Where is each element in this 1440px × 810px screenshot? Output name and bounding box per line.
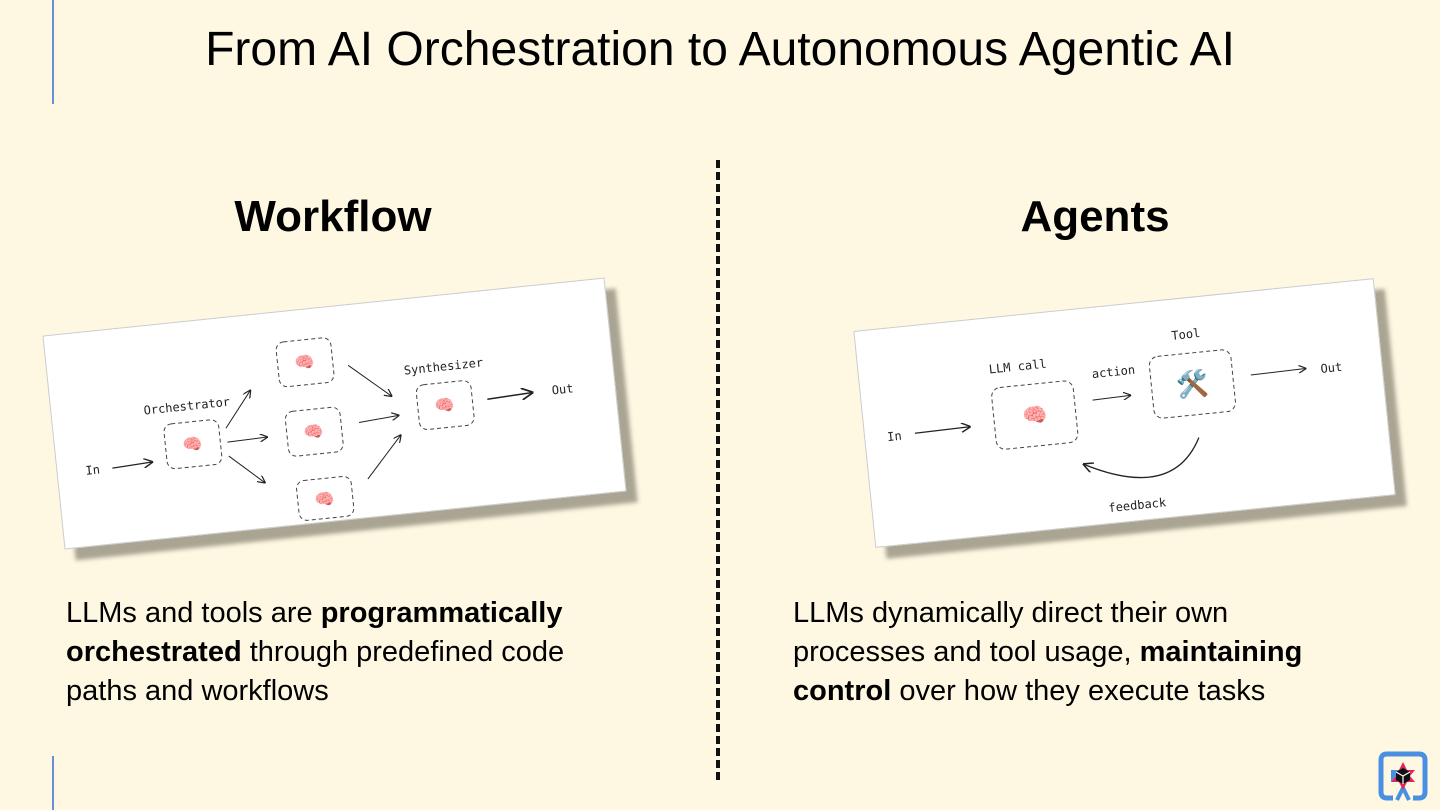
agents-diagram: In LLM call 🧠 action Tool 🛠️ Out feedbac…	[853, 278, 1396, 548]
desc-text: over how they execute tasks	[891, 675, 1266, 707]
in-label: In	[85, 462, 101, 477]
llm-call-box: 🧠	[991, 380, 1079, 450]
synthesizer-box: 🧠	[415, 380, 475, 431]
workflow-description: LLMs and tools are programmatically orch…	[66, 594, 626, 711]
brand-logo-icon	[1378, 751, 1428, 801]
feedback-label: feedback	[1108, 495, 1168, 515]
desc-emphasis: maintaining control	[793, 636, 1303, 707]
llm-call-label: LLM call	[988, 357, 1047, 377]
in-label: In	[887, 429, 903, 444]
hammer-wrench-icon: 🛠️	[1175, 366, 1210, 400]
desc-text: LLMs dynamically direct their own proces…	[793, 597, 1229, 668]
synthesizer-label: Synthesizer	[403, 355, 484, 377]
orchestrator-label: Orchestrator	[143, 395, 231, 418]
accent-line-top	[52, 0, 54, 104]
brain-icon: 🧠	[314, 489, 336, 509]
out-label: Out	[1320, 360, 1343, 376]
workflow-heading: Workflow	[234, 192, 432, 241]
tool-box: 🛠️	[1148, 349, 1236, 419]
brain-icon: 🧠	[182, 435, 204, 455]
slide-title: From AI Orchestration to Autonomous Agen…	[205, 23, 1235, 76]
workflow-diagram: In Orchestrator 🧠 🧠 🧠 🧠 Synthesizer 🧠 Ou…	[42, 277, 627, 550]
brain-icon: 🧠	[434, 396, 456, 416]
agents-description: LLMs dynamically direct their own proces…	[793, 594, 1363, 711]
action-label: action	[1091, 363, 1136, 381]
dashed-divider	[716, 160, 720, 780]
out-label: Out	[551, 381, 574, 397]
brain-icon: 🧠	[1021, 404, 1048, 428]
brain-icon: 🧠	[294, 353, 316, 373]
desc-text: through predefined code paths and workfl…	[66, 636, 565, 707]
desc-emphasis: programmatically orchestrated	[66, 597, 563, 668]
orchestrator-box: 🧠	[163, 419, 223, 470]
agents-heading: Agents	[1020, 192, 1170, 241]
brain-icon: 🧠	[303, 422, 325, 442]
worker-box-3: 🧠	[296, 475, 355, 521]
desc-text: LLMs and tools are	[66, 597, 321, 629]
accent-line-bottom	[52, 756, 54, 810]
worker-box-1: 🧠	[275, 337, 335, 388]
tool-label: Tool	[1171, 326, 1201, 343]
worker-box-2: 🧠	[284, 406, 344, 457]
